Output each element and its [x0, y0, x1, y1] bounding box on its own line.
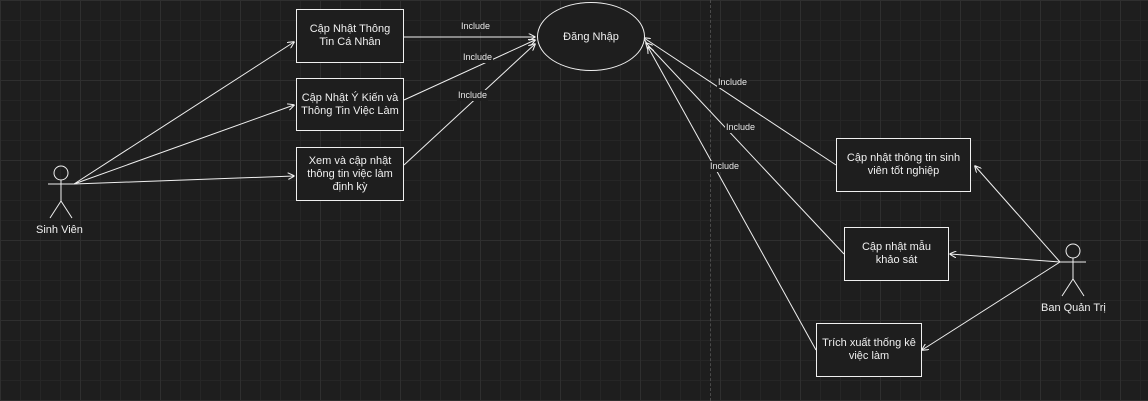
usecase-label: Cập Nhật Ý Kiến và Thông Tin Việc Làm — [301, 91, 399, 117]
assoc-student-uc2 — [73, 105, 294, 185]
include-uc6-login — [648, 47, 817, 351]
usecase-view-update-job-periodic[interactable]: Xem và cập nhật thông tin việc làm định … — [296, 147, 404, 201]
assoc-student-uc3 — [73, 176, 294, 185]
student-actor-leg-right — [60, 200, 73, 219]
admin-actor-head — [1065, 243, 1081, 259]
assoc-admin-uc4 — [975, 166, 1061, 263]
include-label: Include — [457, 90, 489, 101]
usecase-label: Cập nhật mẫu khảo sát — [861, 241, 932, 266]
include-label: Include — [462, 52, 494, 63]
student-actor-head — [53, 165, 69, 181]
admin-actor-leg-right — [1072, 278, 1085, 297]
include-uc2-login — [403, 40, 535, 101]
usecase-label: Trích xuất thống kê việc làm — [822, 337, 916, 362]
student-actor-label: Sinh Viên — [36, 224, 83, 236]
usecase-update-feedback-job[interactable]: Cập Nhật Ý Kiến và Thông Tin Việc Làm — [296, 78, 404, 131]
usecase-label: Cập Nhật Thông Tin Cá Nhân — [309, 23, 391, 48]
usecase-label: Cập nhật thông tin sinh viên tốt nghiệp — [846, 152, 961, 177]
usecase-export-job-statistics[interactable]: Trích xuất thống kê việc làm — [816, 323, 922, 377]
usecase-update-survey-template[interactable]: Cập nhật mẫu khảo sát — [844, 227, 949, 281]
usecase-update-graduate-info[interactable]: Cập nhật thông tin sinh viên tốt nghiệp — [836, 138, 971, 192]
login-label: Đăng Nhập — [563, 30, 619, 43]
admin-actor-leg-left — [1061, 278, 1074, 297]
usecase-update-personal-info[interactable]: Cập Nhật Thông Tin Cá Nhân — [296, 9, 404, 63]
admin-actor-label: Ban Quản Trị — [1041, 302, 1106, 314]
include-label: Include — [717, 77, 749, 88]
usecase-label: Xem và cập nhật thông tin việc làm định … — [307, 154, 393, 193]
assoc-admin-uc5 — [950, 254, 1061, 263]
include-label: Include — [460, 21, 492, 32]
include-uc3-login — [403, 44, 535, 166]
login-usecase[interactable]: Đăng Nhập — [537, 2, 645, 71]
student-actor-leg-left — [49, 200, 62, 219]
page-divider — [710, 0, 711, 401]
include-uc5-login — [646, 43, 845, 255]
include-uc4-login — [644, 38, 837, 166]
include-label: Include — [709, 161, 741, 172]
include-label: Include — [725, 122, 757, 133]
assoc-student-uc1 — [73, 42, 294, 185]
assoc-admin-uc6 — [922, 261, 1061, 350]
